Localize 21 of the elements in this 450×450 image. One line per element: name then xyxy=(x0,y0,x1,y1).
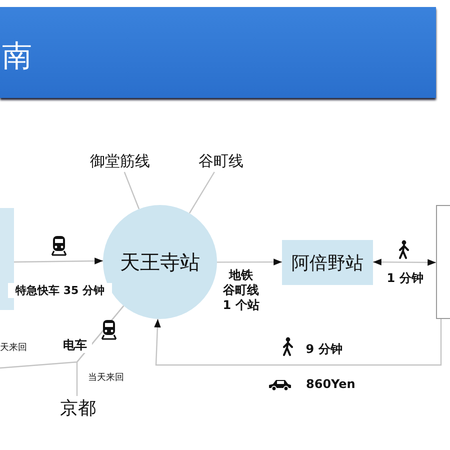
edge-label: 特急快车 35 分钟 xyxy=(8,283,112,298)
line-name: 御堂筋线 xyxy=(82,150,158,172)
side-box xyxy=(436,205,450,319)
title-text: 南 xyxy=(2,40,32,74)
arrow xyxy=(373,258,436,266)
place-name: 京都 xyxy=(56,396,100,420)
note-text: 天来回 xyxy=(0,342,27,354)
connector-line xyxy=(124,172,140,210)
connector-line xyxy=(188,172,215,214)
edge-label: 1 分钟 xyxy=(385,271,425,286)
connector-line xyxy=(0,306,124,369)
note-text: 当天来回 xyxy=(88,372,124,384)
note-text: 860Yen xyxy=(306,377,356,392)
edge-label: 地铁谷町线1 个站 xyxy=(221,268,261,313)
arrow xyxy=(14,258,103,264)
side-box xyxy=(0,208,14,310)
station-circle: 天王寺站 xyxy=(103,205,217,319)
arrow xyxy=(217,258,282,266)
line-name: 谷町线 xyxy=(188,150,254,172)
arrow xyxy=(154,318,442,366)
station-box: 阿倍野站 xyxy=(282,240,373,285)
